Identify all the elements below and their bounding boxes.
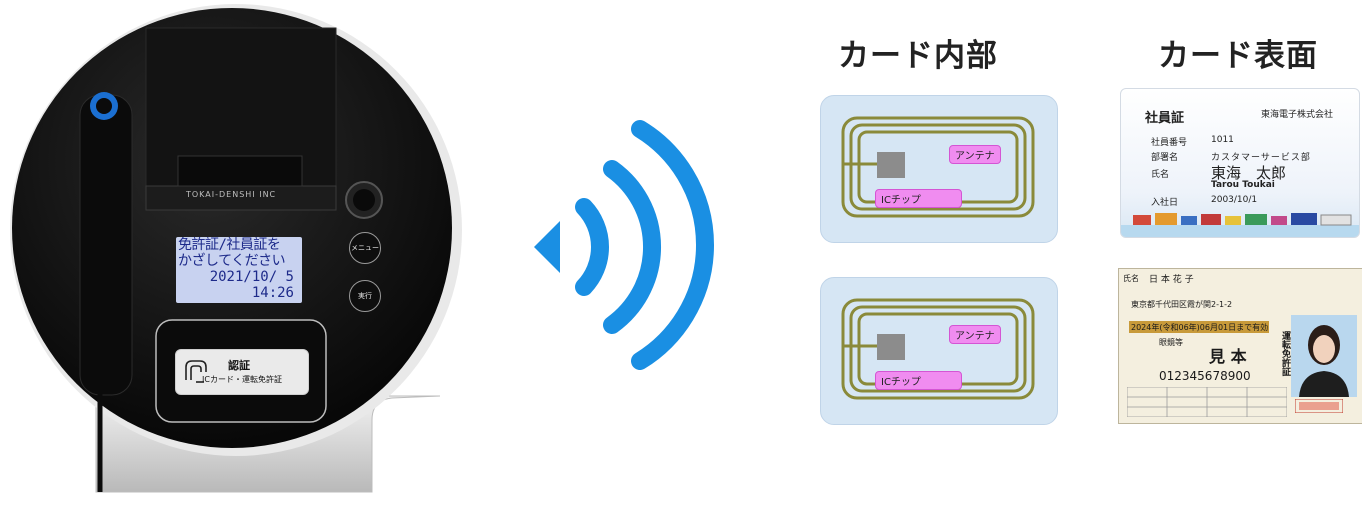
license-expiry: 2024年(令和06年)06月01日まで有効 <box>1131 323 1269 332</box>
chip-card-diagram: アンテナ ICチップ <box>820 277 1058 425</box>
employee-card-title: 社員証 <box>1145 111 1185 126</box>
card-reader-device: TOKAI-DENSHI INC 免許証/社員証を かざしてください 2021/… <box>0 0 480 515</box>
menu-button[interactable]: メニュー <box>349 232 381 264</box>
license-photo <box>1291 315 1357 397</box>
field-label: 氏名 <box>1151 170 1170 180</box>
license-stamp <box>1295 399 1343 413</box>
execute-button[interactable]: 実行 <box>349 280 381 312</box>
antenna-coil-graphic <box>841 298 1035 400</box>
auth-plate[interactable]: 認証 ICカード・運転免許証 <box>175 349 309 395</box>
field-label: 部署名 <box>1151 153 1179 163</box>
lcd-line-1: 免許証/社員証を <box>178 237 281 253</box>
field-label: 入社日 <box>1151 198 1179 208</box>
license-side-text: 運転免許証 <box>1280 331 1290 376</box>
license-address: 東京都千代田区霞が関2-1-2 <box>1131 300 1233 309</box>
antenna-label: アンテナ <box>949 325 1001 344</box>
employee-card-company: 東海電子株式会社 <box>1261 110 1334 120</box>
wireless-signal-icon <box>534 120 714 370</box>
license-grid-graphic <box>1127 387 1287 417</box>
lcd-screen: 免許証/社員証を かざしてください 2021/10/ 5 14:26 <box>176 237 302 303</box>
field-value: カスタマーサービス部 <box>1211 153 1311 163</box>
lcd-date: 2021/10/ 5 <box>209 269 294 285</box>
device-brand: TOKAI-DENSHI INC <box>186 190 277 199</box>
license-name-label: 氏名 <box>1123 274 1139 283</box>
device-body-graphic <box>10 4 462 493</box>
license-name-value: 日 本 花 子 <box>1149 275 1194 285</box>
antenna-label: アンテナ <box>949 145 1001 164</box>
heading-card-inside: カード内部 <box>838 38 998 74</box>
license-number: 012345678900 <box>1159 369 1251 383</box>
license-condition: 眼鏡等 <box>1159 338 1183 347</box>
field-value: 東海 太郎 <box>1211 164 1287 182</box>
ic-chip-label: ICチップ <box>875 371 962 390</box>
license-big-name: 見 本 <box>1209 347 1247 366</box>
license-expiry-band <box>1129 321 1269 333</box>
field-label: 社員番号 <box>1151 138 1188 148</box>
field-value: 2003/10/1 <box>1211 195 1258 205</box>
antenna-coil-graphic <box>841 116 1035 218</box>
card-touch-icon <box>185 360 207 383</box>
vehicle-strip-graphic <box>1121 213 1359 237</box>
auth-subtitle: ICカード・運転免許証 <box>202 375 282 384</box>
field-value: 1011 <box>1211 135 1234 145</box>
ic-chip-label: ICチップ <box>875 189 962 208</box>
heading-card-surface: カード表面 <box>1158 38 1318 74</box>
drivers-license-card: 氏名 日 本 花 子 東京都千代田区霞が関2-1-2 2024年(令和06年)0… <box>1118 268 1362 424</box>
employee-id-card: 社員証 東海電子株式会社 社員番号 1011 部署名 カスタマーサービス部 氏名… <box>1120 88 1360 238</box>
field-value: Tarou Toukai <box>1211 180 1275 190</box>
chip-card-diagram: アンテナ ICチップ <box>820 95 1058 243</box>
auth-title: 認証 <box>228 359 250 372</box>
lcd-time: 14:26 <box>251 285 294 301</box>
lcd-line-2: かざしてください <box>178 253 286 269</box>
